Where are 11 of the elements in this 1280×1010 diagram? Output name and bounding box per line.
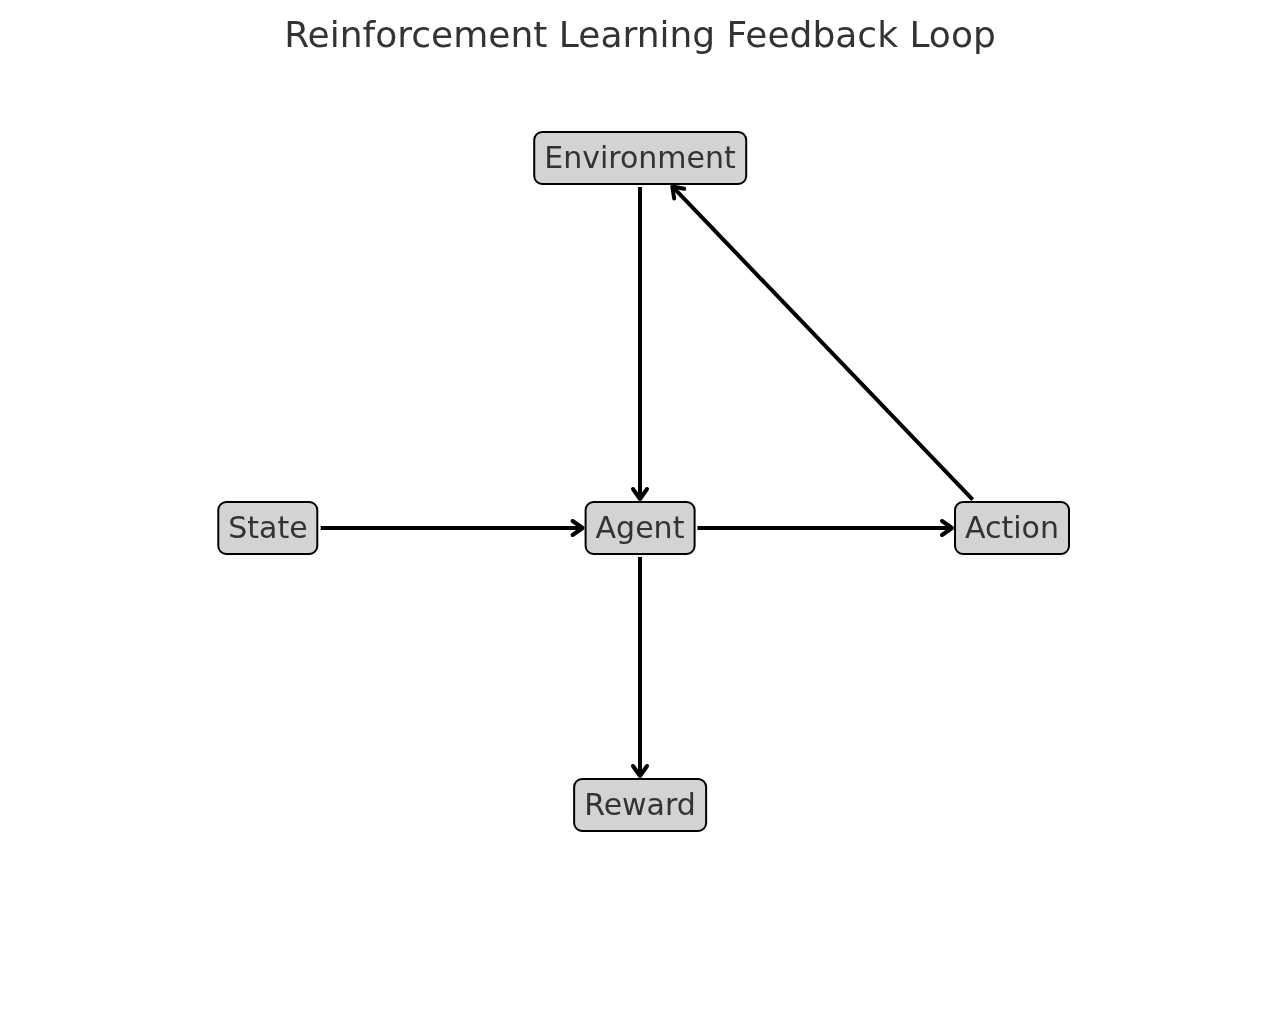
- arrow: [631, 557, 649, 778]
- arrow: [697, 519, 954, 537]
- arrow: [670, 184, 975, 501]
- process-box: Action: [954, 501, 1070, 555]
- diagram-title: Reinforcement Learning Feedback Loop: [283, 14, 997, 55]
- arrow: [631, 187, 649, 501]
- process-box: State: [217, 501, 319, 555]
- arrow: [320, 519, 585, 537]
- process-box: Reward: [573, 778, 707, 832]
- process-box: Environment: [533, 131, 747, 185]
- process-box: Agent: [584, 501, 696, 555]
